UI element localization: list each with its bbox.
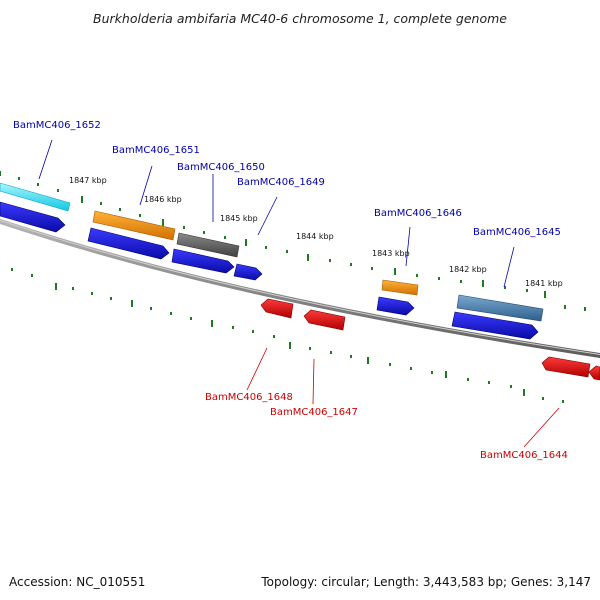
gene-label-forward: BamMC406_1650 <box>177 162 265 173</box>
cds-arrow <box>260 298 294 319</box>
gene-label-forward: BamMC406_1651 <box>112 145 200 156</box>
forward-outer-features <box>0 182 544 322</box>
cds-arrow <box>233 263 263 281</box>
outer-tick-track <box>0 171 586 311</box>
gene-label-forward: BamMC406_1645 <box>473 227 561 238</box>
scale-label: 1845 kbp <box>220 214 258 223</box>
map-title: Burkholderia ambifaria MC40-6 chromosome… <box>93 11 507 26</box>
leader-line <box>503 246 515 288</box>
forward-leaders <box>38 139 515 288</box>
feature-gray <box>176 232 240 258</box>
scale-label: 1841 kbp <box>525 279 563 288</box>
reverse-leaders <box>246 347 560 448</box>
gene-label-forward: BamMC406_1649 <box>237 177 325 188</box>
leader-line <box>523 407 560 448</box>
leader-line <box>312 358 315 405</box>
gene-label-reverse: BamMC406_1644 <box>480 450 568 461</box>
cds-arrow <box>588 365 600 381</box>
scale-label: 1846 kbp <box>144 195 182 204</box>
cds-arrow <box>451 311 539 340</box>
gene-label-reverse: BamMC406_1648 <box>205 392 293 403</box>
gene-label-forward: BamMC406_1652 <box>13 120 101 131</box>
leader-line <box>139 165 153 206</box>
genome-backbone <box>0 218 600 358</box>
cds-arrow <box>171 248 235 274</box>
scale-label: 1844 kbp <box>296 232 334 241</box>
accession-text: Accession: NC_010551 <box>9 575 145 589</box>
gene-label-forward: BamMC406_1646 <box>374 208 462 219</box>
leader-line <box>257 196 278 236</box>
genome-backbone-highlight <box>0 219 600 355</box>
scale-label: 1842 kbp <box>449 265 487 274</box>
feature-cyan <box>0 182 71 212</box>
feature-orange <box>381 279 419 296</box>
gene-label-reverse: BamMC406_1647 <box>270 407 358 418</box>
genome-summary-text: Topology: circular; Length: 3,443,583 bp… <box>260 575 591 589</box>
leader-line <box>405 226 411 267</box>
leader-line <box>246 347 268 391</box>
cds-arrow <box>376 296 415 316</box>
inner-tick-track <box>11 268 564 403</box>
scale-label: 1847 kbp <box>69 176 107 185</box>
forward-cds-track <box>0 201 539 340</box>
cds-arrow <box>541 356 591 378</box>
cds-arrow <box>87 227 170 260</box>
feature-steelblue <box>456 294 544 322</box>
cds-arrow <box>0 201 66 233</box>
cds-arrow <box>303 309 346 331</box>
reverse-cds-track <box>260 298 600 381</box>
feature-orange <box>92 210 176 241</box>
leader-line <box>38 139 53 180</box>
scale-label: 1843 kbp <box>372 249 410 258</box>
